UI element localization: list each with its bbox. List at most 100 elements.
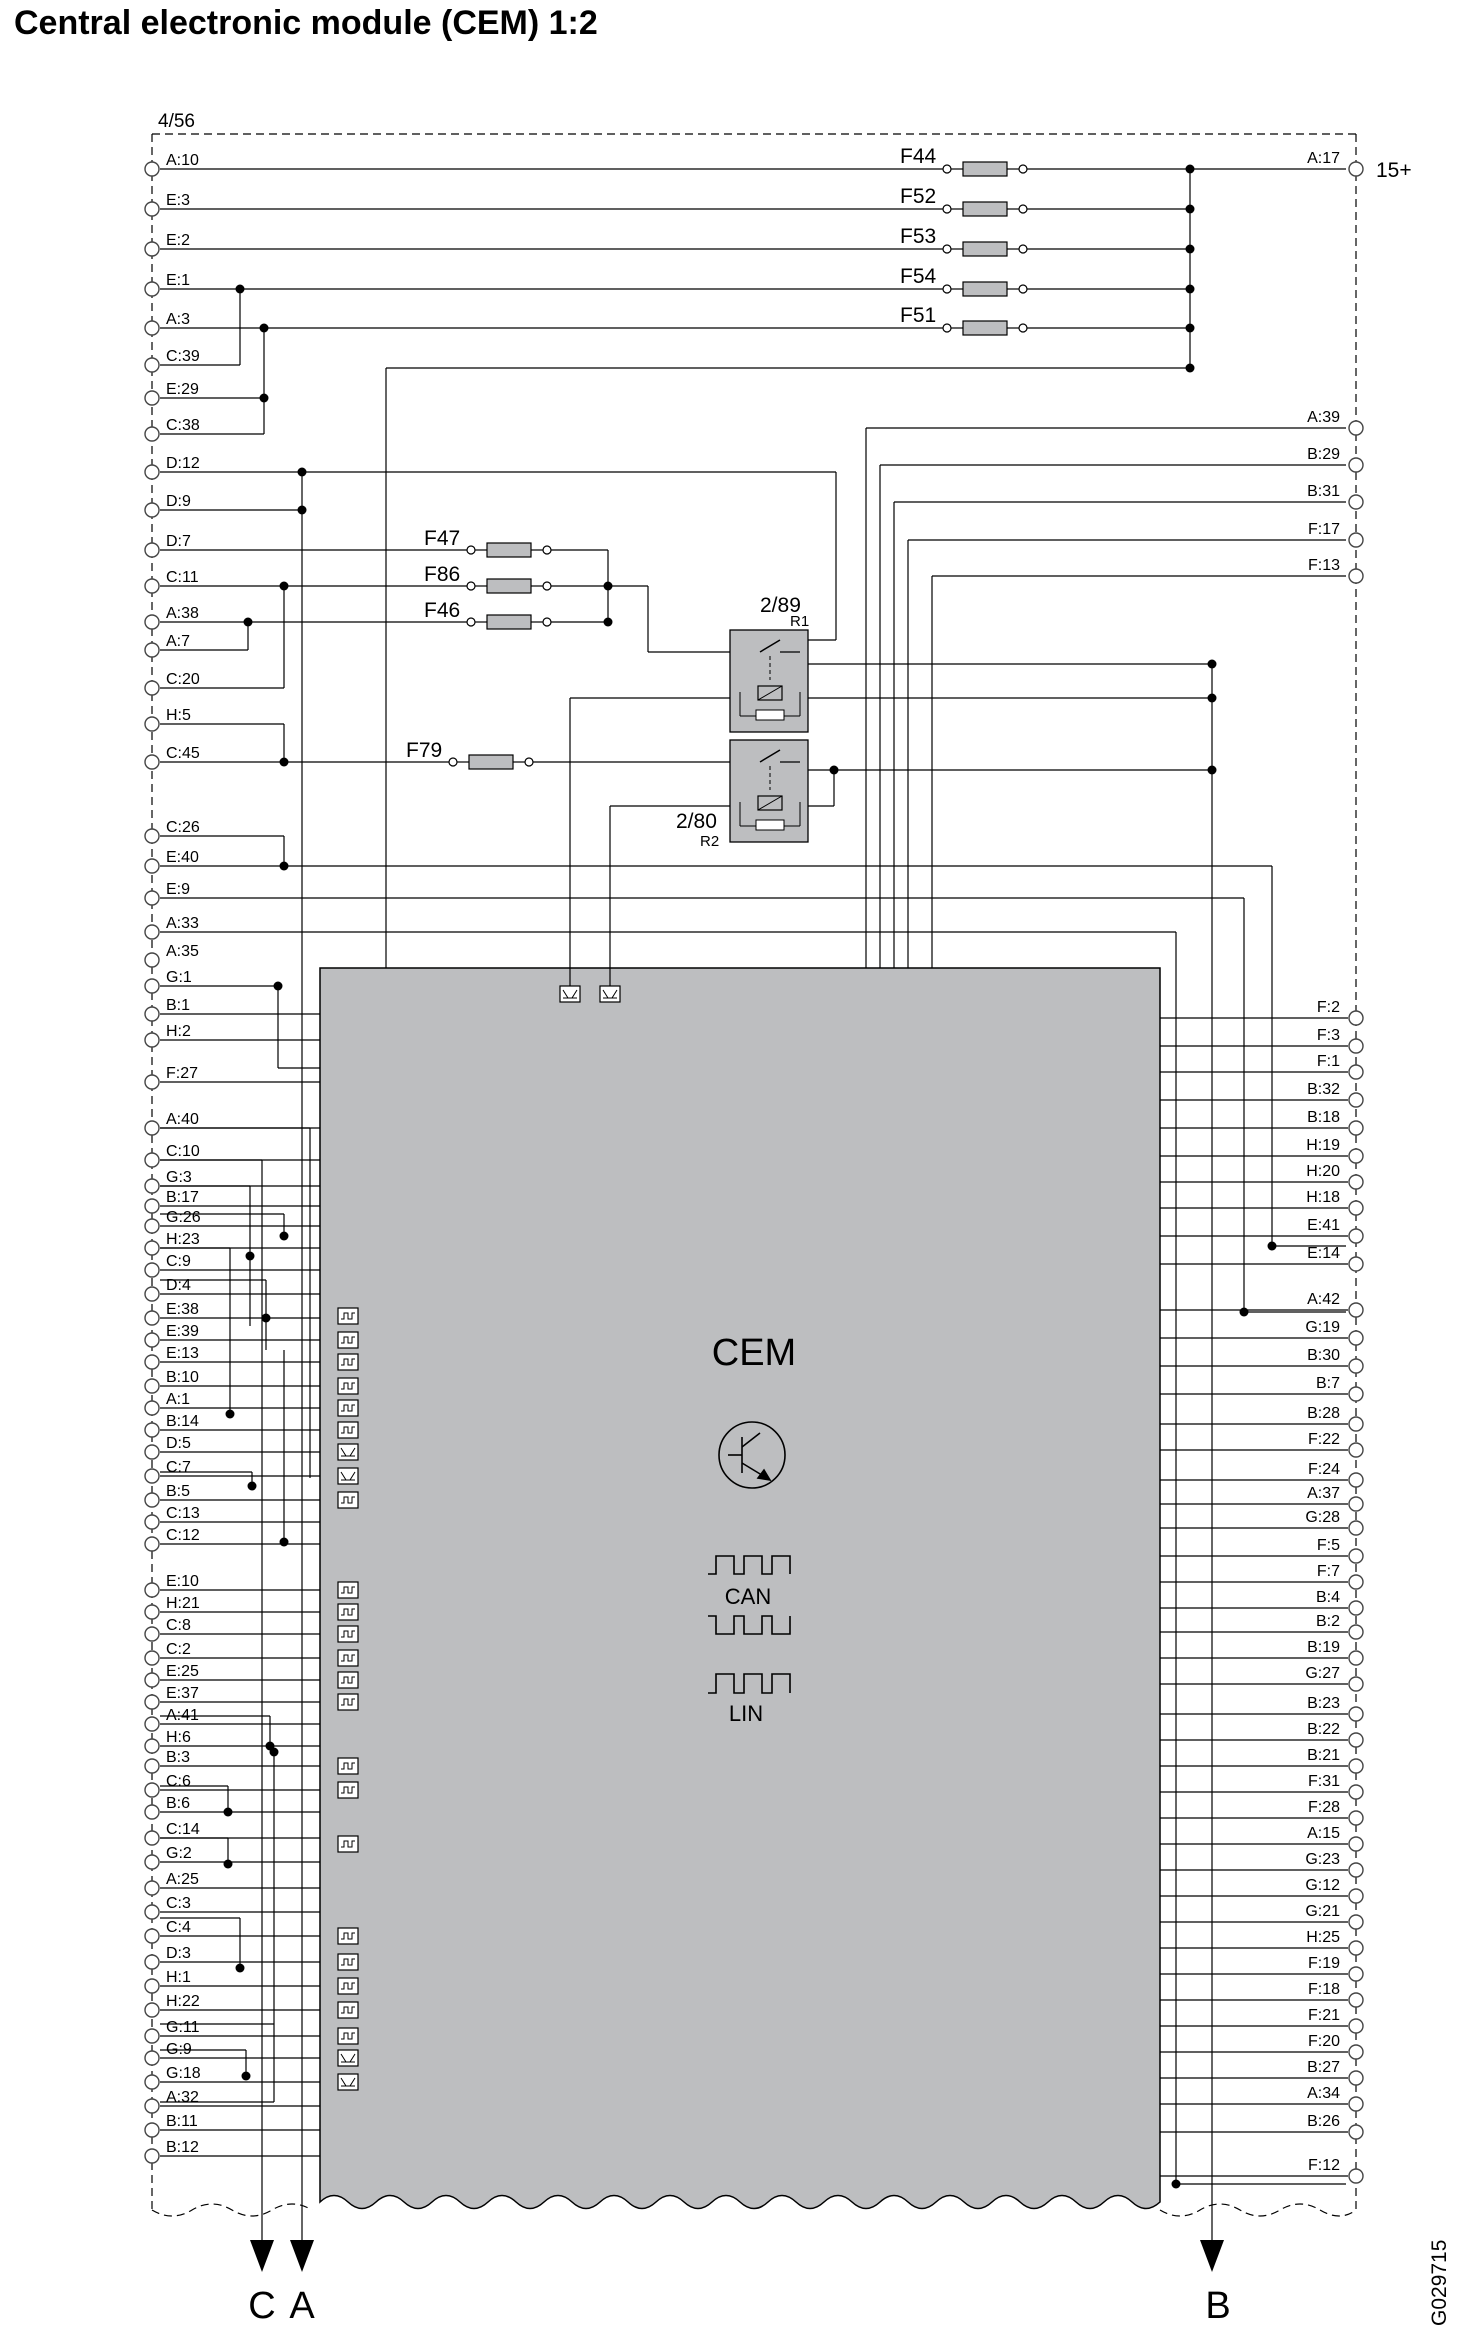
left-pin: D:4 xyxy=(144,1277,320,1302)
left-pin-label: C:8 xyxy=(166,1617,191,1634)
left-pin-label: E:3 xyxy=(166,192,190,209)
left-pin: B:11 xyxy=(144,2113,320,2138)
right-pin: A:15 xyxy=(1160,1825,1364,1852)
cem-chip-icon xyxy=(337,2049,359,2067)
cem-chip-icon xyxy=(337,1421,359,1439)
junction-dot xyxy=(279,1537,289,1547)
left-pin: G:18 xyxy=(144,2065,320,2090)
left-pin: H:2 xyxy=(144,1023,320,1048)
cem-module-body xyxy=(319,967,1161,2210)
right-pin-label: F:24 xyxy=(1308,1461,1340,1478)
left-pin-label: G:9 xyxy=(166,2041,192,2058)
cem-chip-icon xyxy=(337,1835,359,1853)
left-pin: C:12 xyxy=(144,1527,320,1552)
left-pin: C:10 xyxy=(144,1143,320,1168)
left-pin: B:17 xyxy=(144,1189,320,1214)
right-pin: G:19 xyxy=(1160,1319,1364,1346)
sheet-reference: 4/56 xyxy=(158,111,195,132)
right-pin-label: B:19 xyxy=(1307,1639,1340,1656)
left-pin: B:1 xyxy=(144,997,320,1022)
left-pin-label: A:40 xyxy=(166,1111,199,1128)
fuse-f86-label: F86 xyxy=(424,563,460,586)
left-pin: G:2 xyxy=(144,1845,320,1870)
junction-dot xyxy=(245,1251,255,1261)
left-pin-label: D:12 xyxy=(166,455,200,472)
left-pin-label: C:14 xyxy=(166,1821,200,1838)
right-pin-label: B:31 xyxy=(1307,483,1340,500)
cem-chip-icon xyxy=(337,1625,359,1643)
left-pin: E:10 xyxy=(144,1573,320,1598)
right-pin: F:7 xyxy=(1160,1563,1364,1590)
right-pin-label: B:21 xyxy=(1307,1747,1340,1764)
right-pin: B:18 xyxy=(1160,1109,1364,1136)
lin-label: LIN xyxy=(729,1701,763,1726)
fuse-icon xyxy=(466,614,552,630)
left-pin-label: C:13 xyxy=(166,1505,200,1522)
junction-dot xyxy=(279,757,289,767)
left-pin: C:3 xyxy=(144,1895,320,1920)
junction-dot xyxy=(279,861,289,871)
junction-dot xyxy=(297,467,307,477)
cem-chip-icon xyxy=(337,1307,359,1325)
left-pin-label: H:6 xyxy=(166,1729,191,1746)
junction-dots xyxy=(223,164,1277,2189)
junction-dot xyxy=(603,617,613,627)
arrow-b-icon xyxy=(1200,2240,1224,2272)
left-pin-label: C:20 xyxy=(166,671,200,688)
right-pin-label: F:12 xyxy=(1308,2157,1340,2174)
cem-chip-icon xyxy=(337,1649,359,1667)
cem-chip-icon xyxy=(337,1581,359,1599)
left-pin-label: B:14 xyxy=(166,1413,199,1430)
right-pin-label: E:14 xyxy=(1307,1245,1340,1262)
left-pin-label: A:10 xyxy=(166,152,199,169)
left-pin-label: E:39 xyxy=(166,1323,199,1340)
right-pin-label: A:42 xyxy=(1307,1291,1340,1308)
left-pin-label: C:6 xyxy=(166,1773,191,1790)
left-pin: H:1 xyxy=(144,1969,320,1994)
left-pin: A:40 xyxy=(144,1111,320,1136)
left-pin-label: A:33 xyxy=(166,915,199,932)
junction-dot xyxy=(279,581,289,591)
relay-r2 xyxy=(729,739,809,843)
junction-dot xyxy=(259,323,269,333)
fuse-icon xyxy=(942,320,1028,336)
left-pin-label: C:12 xyxy=(166,1527,200,1544)
lin-waveform-icon xyxy=(708,1673,791,1694)
drawing-number: G029715 xyxy=(1428,2240,1451,2326)
left-pin: B:10 xyxy=(144,1369,320,1394)
left-pin-label: D:3 xyxy=(166,1945,191,1962)
left-connector-pins: A:10E:3E:2E:1A:3C:39E:29C:38D:12D:9D:7C:… xyxy=(144,152,320,2164)
left-pin-label: E:29 xyxy=(166,381,199,398)
cem-chip-icon xyxy=(599,985,621,1003)
left-pin-label: C:3 xyxy=(166,1895,191,1912)
left-pin: C:2 xyxy=(144,1641,320,1666)
junction-dot xyxy=(1171,2179,1181,2189)
right-pin-label: F:21 xyxy=(1308,2007,1340,2024)
fuse-f46-label: F46 xyxy=(424,599,460,622)
right-pin-label: G:27 xyxy=(1305,1665,1340,1682)
left-pin-label: B:1 xyxy=(166,997,190,1014)
left-pin: E:1 xyxy=(144,272,190,297)
left-pin-label: D:5 xyxy=(166,1435,191,1452)
fuse-f44-label: F44 xyxy=(900,145,937,168)
right-pin: B:32 xyxy=(1160,1081,1364,1108)
fuse-f52-label: F52 xyxy=(900,185,936,208)
left-pin-label: A:7 xyxy=(166,633,190,650)
right-pin: E:14 xyxy=(1160,1245,1364,1272)
output-arrows xyxy=(250,2240,1224,2272)
left-pin: A:7 xyxy=(144,633,190,658)
right-pin-label: F:19 xyxy=(1308,1955,1340,1972)
can-waveform-icon xyxy=(708,1555,791,1635)
right-pin: B:27 xyxy=(1160,2059,1364,2086)
right-pin-label: F:5 xyxy=(1317,1537,1340,1554)
right-pin-label: B:2 xyxy=(1316,1613,1340,1630)
left-pin: B:14 xyxy=(144,1413,320,1438)
right-top-pin: F:13 xyxy=(1308,557,1364,584)
cem-chip-icon xyxy=(337,1977,359,1995)
left-pin-label: C:11 xyxy=(166,569,199,586)
left-pin-label: E:40 xyxy=(166,849,199,866)
junction-dot xyxy=(1185,204,1195,214)
right-pin-label: F:20 xyxy=(1308,2033,1340,2050)
left-pin: D:9 xyxy=(144,493,191,518)
left-pin: E:38 xyxy=(144,1301,320,1326)
